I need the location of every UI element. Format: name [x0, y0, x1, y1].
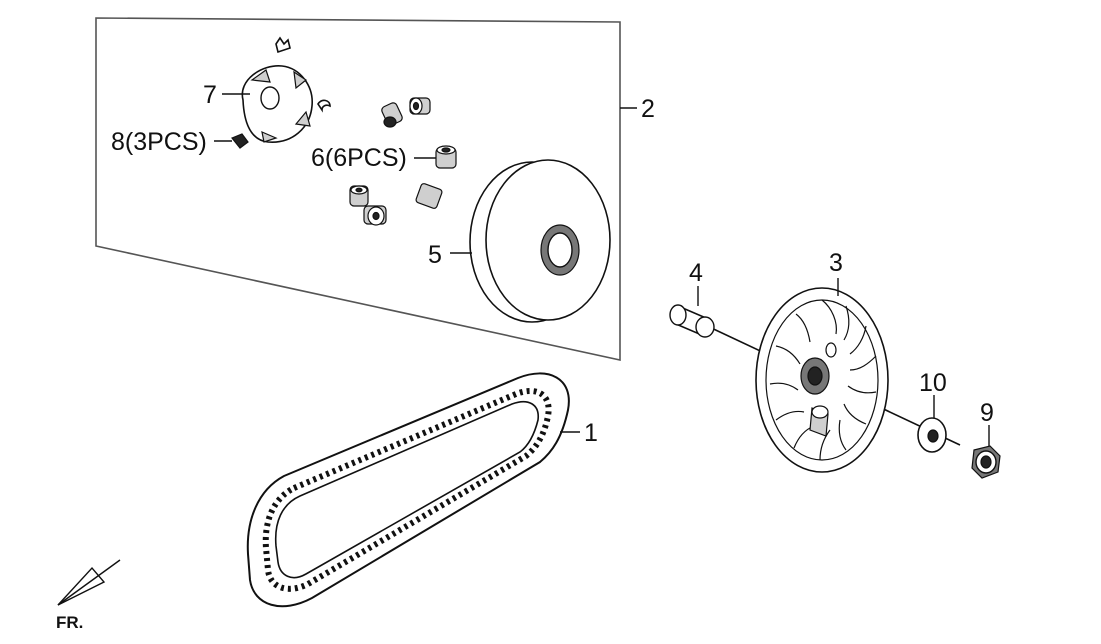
callout-9: 9 — [980, 399, 994, 427]
roller-3 — [435, 145, 457, 169]
roller-5 — [349, 185, 369, 207]
slider-part-8: 8(3PCS) — [111, 128, 249, 156]
front-label: FR. — [56, 613, 83, 632]
callout-10: 10 — [919, 369, 947, 397]
callout-3: 3 — [829, 249, 843, 277]
callout-1: 1 — [584, 419, 598, 447]
roller-1 — [381, 102, 403, 128]
callout-8: 8(3PCS) — [111, 128, 207, 156]
washer-part-10: 10 — [917, 369, 947, 453]
callout-2: 2 — [641, 95, 655, 123]
drive-face-part-5: 5 — [428, 159, 611, 323]
drive-belt-part-1: 1 — [246, 372, 598, 608]
roller-6 — [363, 205, 387, 226]
callout-4: 4 — [689, 259, 703, 287]
callout-6: 6(6PCS) — [311, 144, 407, 172]
nut-part-9: 9 — [971, 399, 1001, 479]
fan-drive-face-part-3: 3 — [755, 249, 889, 473]
assembly-group-frame: 2 — [95, 17, 655, 361]
roller-2 — [409, 97, 431, 115]
weight-rollers-part-6: 6(6PCS) — [311, 97, 457, 226]
collar-part-4: 4 — [669, 259, 715, 338]
callout-7: 7 — [203, 81, 217, 109]
callout-5: 5 — [428, 241, 442, 269]
ramp-plate-part-7: 7 — [203, 36, 331, 143]
roller-4 — [415, 183, 443, 209]
front-direction-arrow: FR. — [56, 559, 121, 632]
